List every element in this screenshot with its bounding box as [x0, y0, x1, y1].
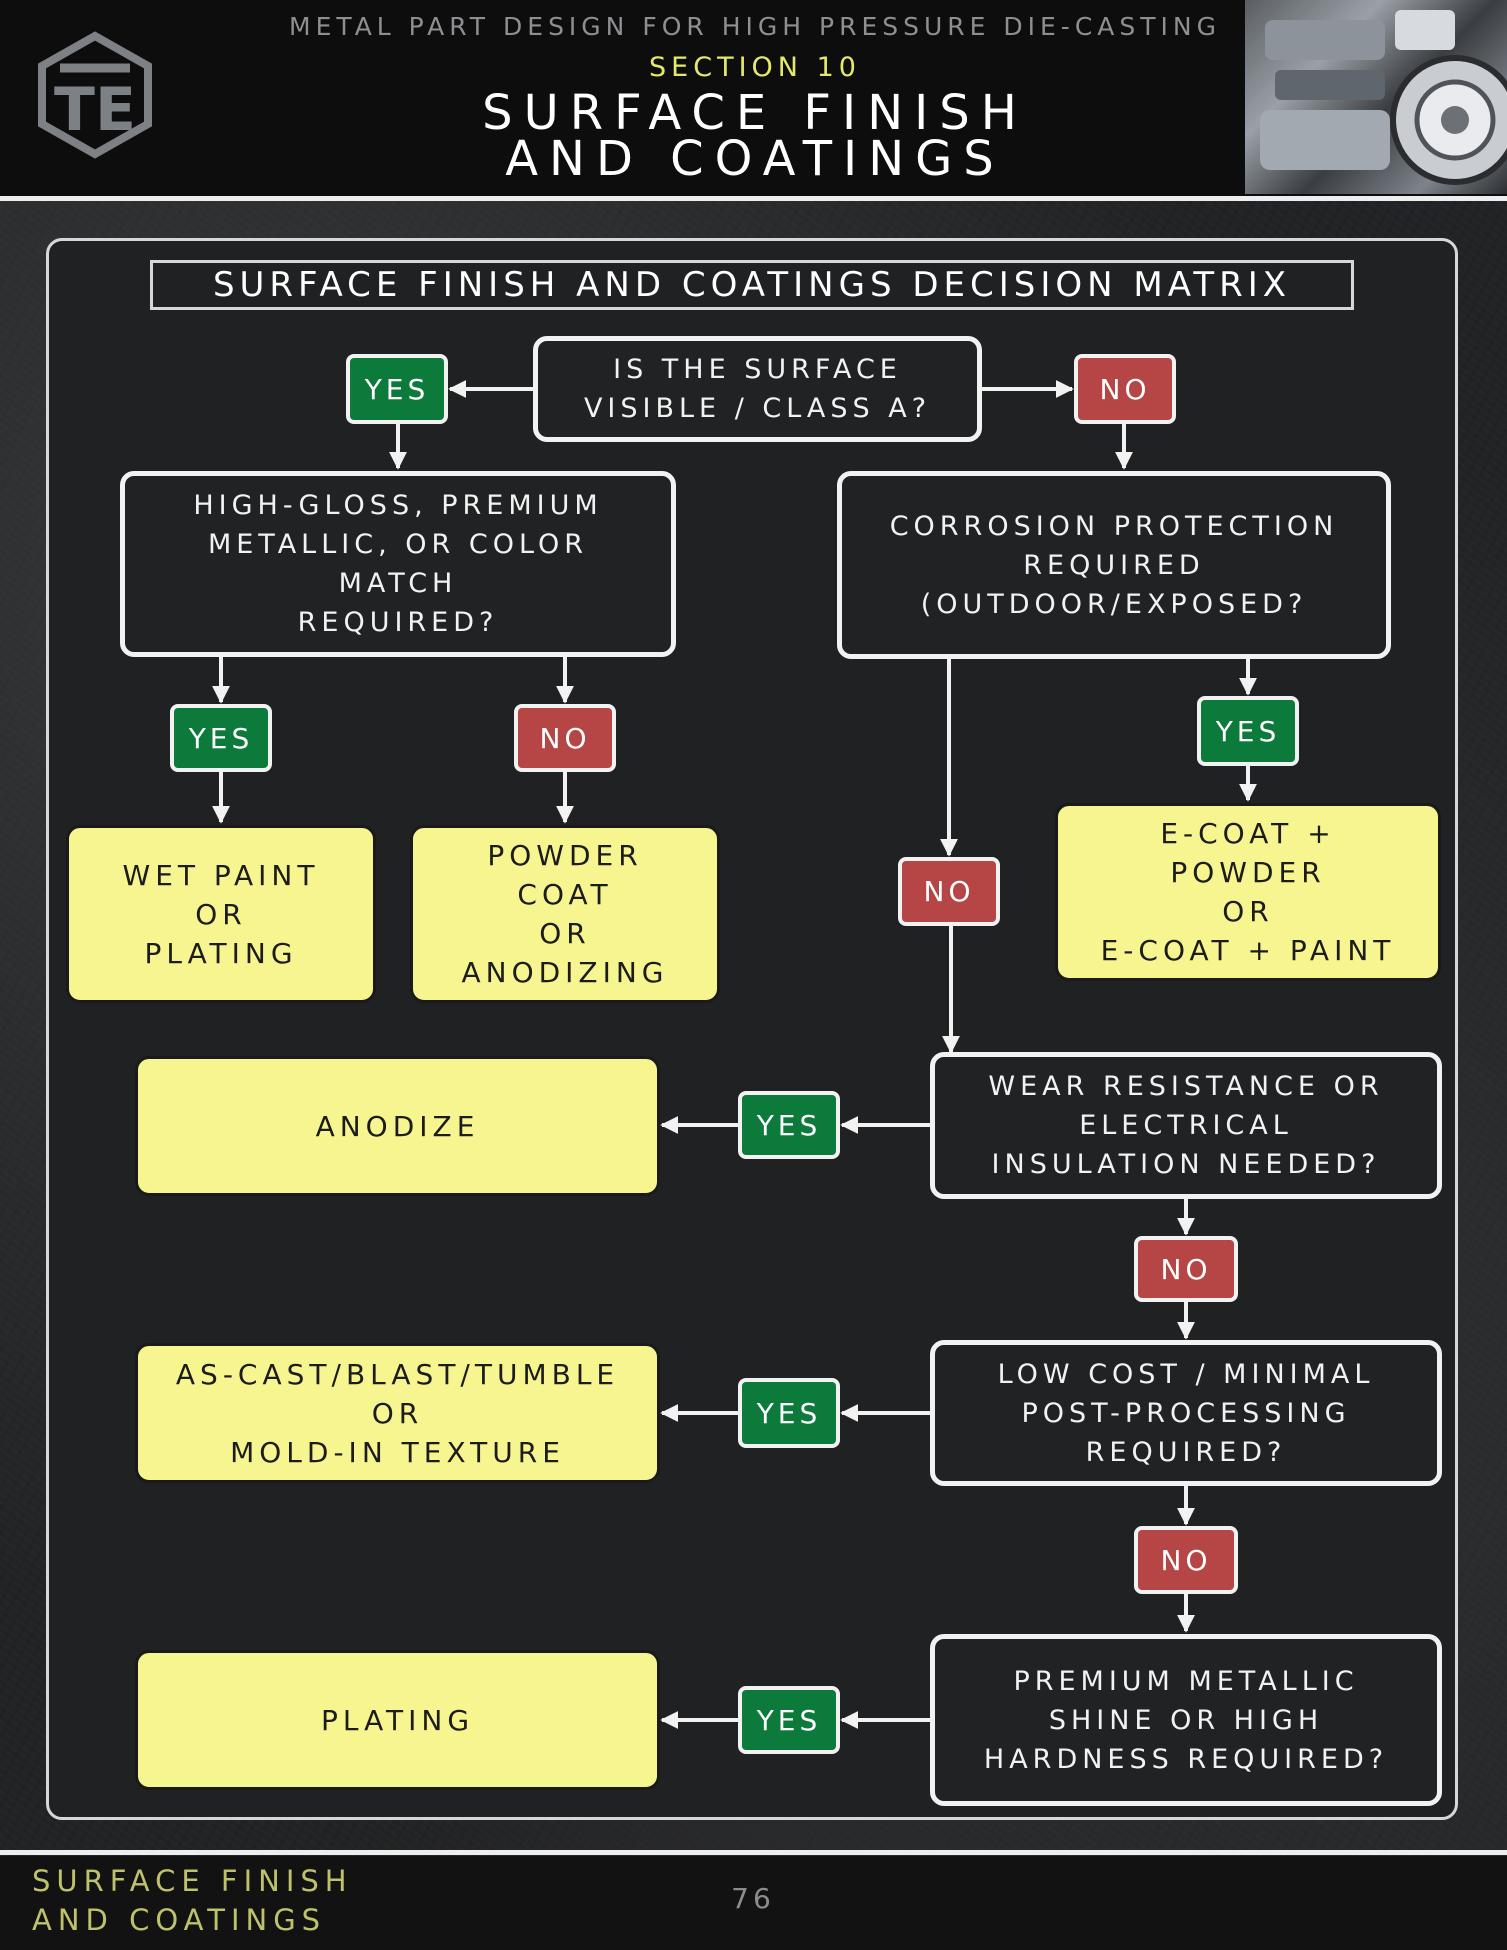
badge-gloss-no: NO [514, 704, 616, 772]
badge-lowcost-no: NO [1134, 1526, 1238, 1594]
question-high-gloss: HIGH-GLOSS, PREMIUM METALLIC, OR COLOR M… [120, 471, 676, 657]
badge-corrosion-yes: YES [1197, 696, 1299, 766]
result-anodize: ANODIZE [135, 1056, 660, 1196]
header-divider [0, 196, 1507, 201]
badge-visible-yes: YES [346, 354, 448, 424]
te-logo-icon: TE [38, 31, 152, 159]
question-surface-visible: IS THE SURFACE VISIBLE / CLASS A? [533, 336, 982, 442]
engine-chrome-image [1245, 0, 1507, 194]
badge-corrosion-no: NO [898, 857, 1000, 926]
result-wet-paint-or-plating: WET PAINT OR PLATING [66, 825, 376, 1003]
badge-premium-yes: YES [738, 1686, 840, 1754]
footer-divider [0, 1850, 1507, 1855]
badge-gloss-yes: YES [170, 704, 272, 772]
badge-wear-yes: YES [738, 1091, 840, 1159]
section-label: SECTION 10 [649, 52, 861, 83]
badge-lowcost-yes: YES [738, 1378, 840, 1448]
result-plating: PLATING [135, 1650, 660, 1790]
decision-matrix-title: SURFACE FINISH AND COATINGS DECISION MAT… [150, 260, 1354, 310]
question-low-cost: LOW COST / MINIMAL POST-PROCESSING REQUI… [930, 1340, 1442, 1486]
result-as-cast-blast-tumble: AS-CAST/BLAST/TUMBLE OR MOLD-IN TEXTURE [135, 1343, 660, 1483]
document-kicker: METAL PART DESIGN FOR HIGH PRESSURE DIE-… [289, 12, 1221, 41]
page-number: 76 [731, 1882, 775, 1915]
engine-illustration [1260, 10, 1507, 185]
question-premium-metallic: PREMIUM METALLIC SHINE OR HIGH HARDNESS … [930, 1634, 1442, 1806]
badge-visible-no: NO [1074, 354, 1176, 424]
page-title: SURFACE FINISH AND COATINGS [482, 85, 1028, 187]
question-wear-resistance: WEAR RESISTANCE OR ELECTRICAL INSULATION… [930, 1052, 1442, 1199]
result-powder-coat-or-anodizing: POWDER COAT OR ANODIZING [410, 825, 720, 1003]
logo-text: TE [54, 75, 136, 145]
footer-section-title: SURFACE FINISH AND COATINGS [32, 1864, 353, 1937]
badge-wear-no: NO [1134, 1236, 1238, 1302]
question-corrosion-protection: CORROSION PROTECTION REQUIRED (OUTDOOR/E… [837, 471, 1391, 659]
page-footer [0, 1856, 1507, 1950]
result-ecoat: E-COAT + POWDER OR E-COAT + PAINT [1055, 803, 1441, 981]
